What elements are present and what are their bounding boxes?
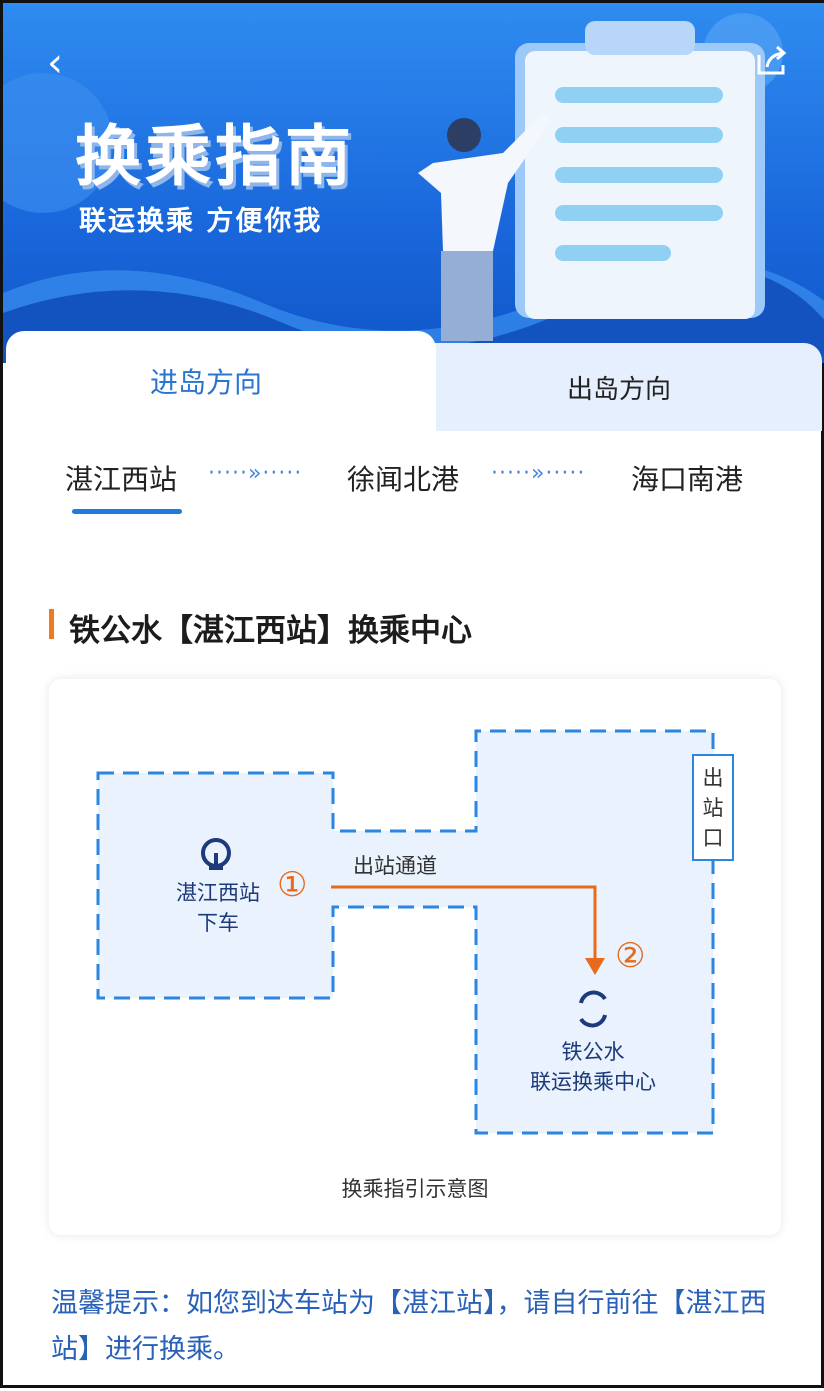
exit-label: 出站口 (702, 766, 724, 850)
tab-outbound[interactable]: 出岛方向 (416, 343, 822, 431)
direction-tabs: 出岛方向 进岛方向 (6, 331, 822, 431)
route-stop-haikou-south[interactable]: 海口南港 (631, 463, 744, 496)
hero-illustration (3, 13, 824, 363)
route-arrow-head (585, 958, 605, 975)
start-label-line2: 下车 (197, 911, 239, 935)
section-accent-bar (49, 609, 54, 639)
transfer-center-label: 铁公水联运换乘中心 (503, 1037, 683, 1097)
exit-box (692, 754, 734, 861)
back-button[interactable]: ‹ (47, 43, 77, 83)
route-stop-xuwen-north[interactable]: 徐闻北港 (347, 463, 460, 496)
center-line2: 联运换乘中心 (530, 1070, 656, 1094)
hero-banner: ‹ 换乘指南 联运换乘 方便你我 (3, 3, 824, 363)
passage-label: 出站通道 (353, 854, 437, 878)
diagram-caption: 换乘指引示意图 (341, 1177, 489, 1201)
page-title: 换乘指南 (75, 118, 355, 195)
route-arrow-line (331, 885, 597, 961)
start-label-line1: 湛江西站 (176, 881, 260, 905)
section-title: 铁公水【湛江西站】换乘中心 (69, 613, 472, 649)
step-1-marker: ① (277, 865, 308, 905)
transfer-diagram (96, 729, 734, 1135)
chevron-left-icon: ‹ (47, 40, 63, 86)
route-separator: ·····»····· (208, 461, 303, 486)
transfer-refresh-icon (579, 990, 607, 1028)
start-label: 湛江西站下车 (153, 878, 283, 938)
tip-text: 温馨提示：如您到达车站为【湛江站】，请自行前往【湛江西站】进行换乘。 (51, 1288, 767, 1365)
railway-icon (201, 838, 231, 870)
active-stop-indicator (72, 509, 182, 514)
route-stop-zhanjiang-west[interactable]: 湛江西站 (65, 463, 178, 496)
station-area (96, 729, 715, 1135)
route-separator: ·····»····· (491, 461, 586, 486)
center-line1: 铁公水 (561, 1040, 625, 1064)
share-icon[interactable] (753, 43, 789, 79)
tab-inbound[interactable]: 进岛方向 (6, 331, 436, 431)
step-2-marker: ② (615, 936, 646, 976)
page-subtitle: 联运换乘 方便你我 (79, 206, 323, 237)
